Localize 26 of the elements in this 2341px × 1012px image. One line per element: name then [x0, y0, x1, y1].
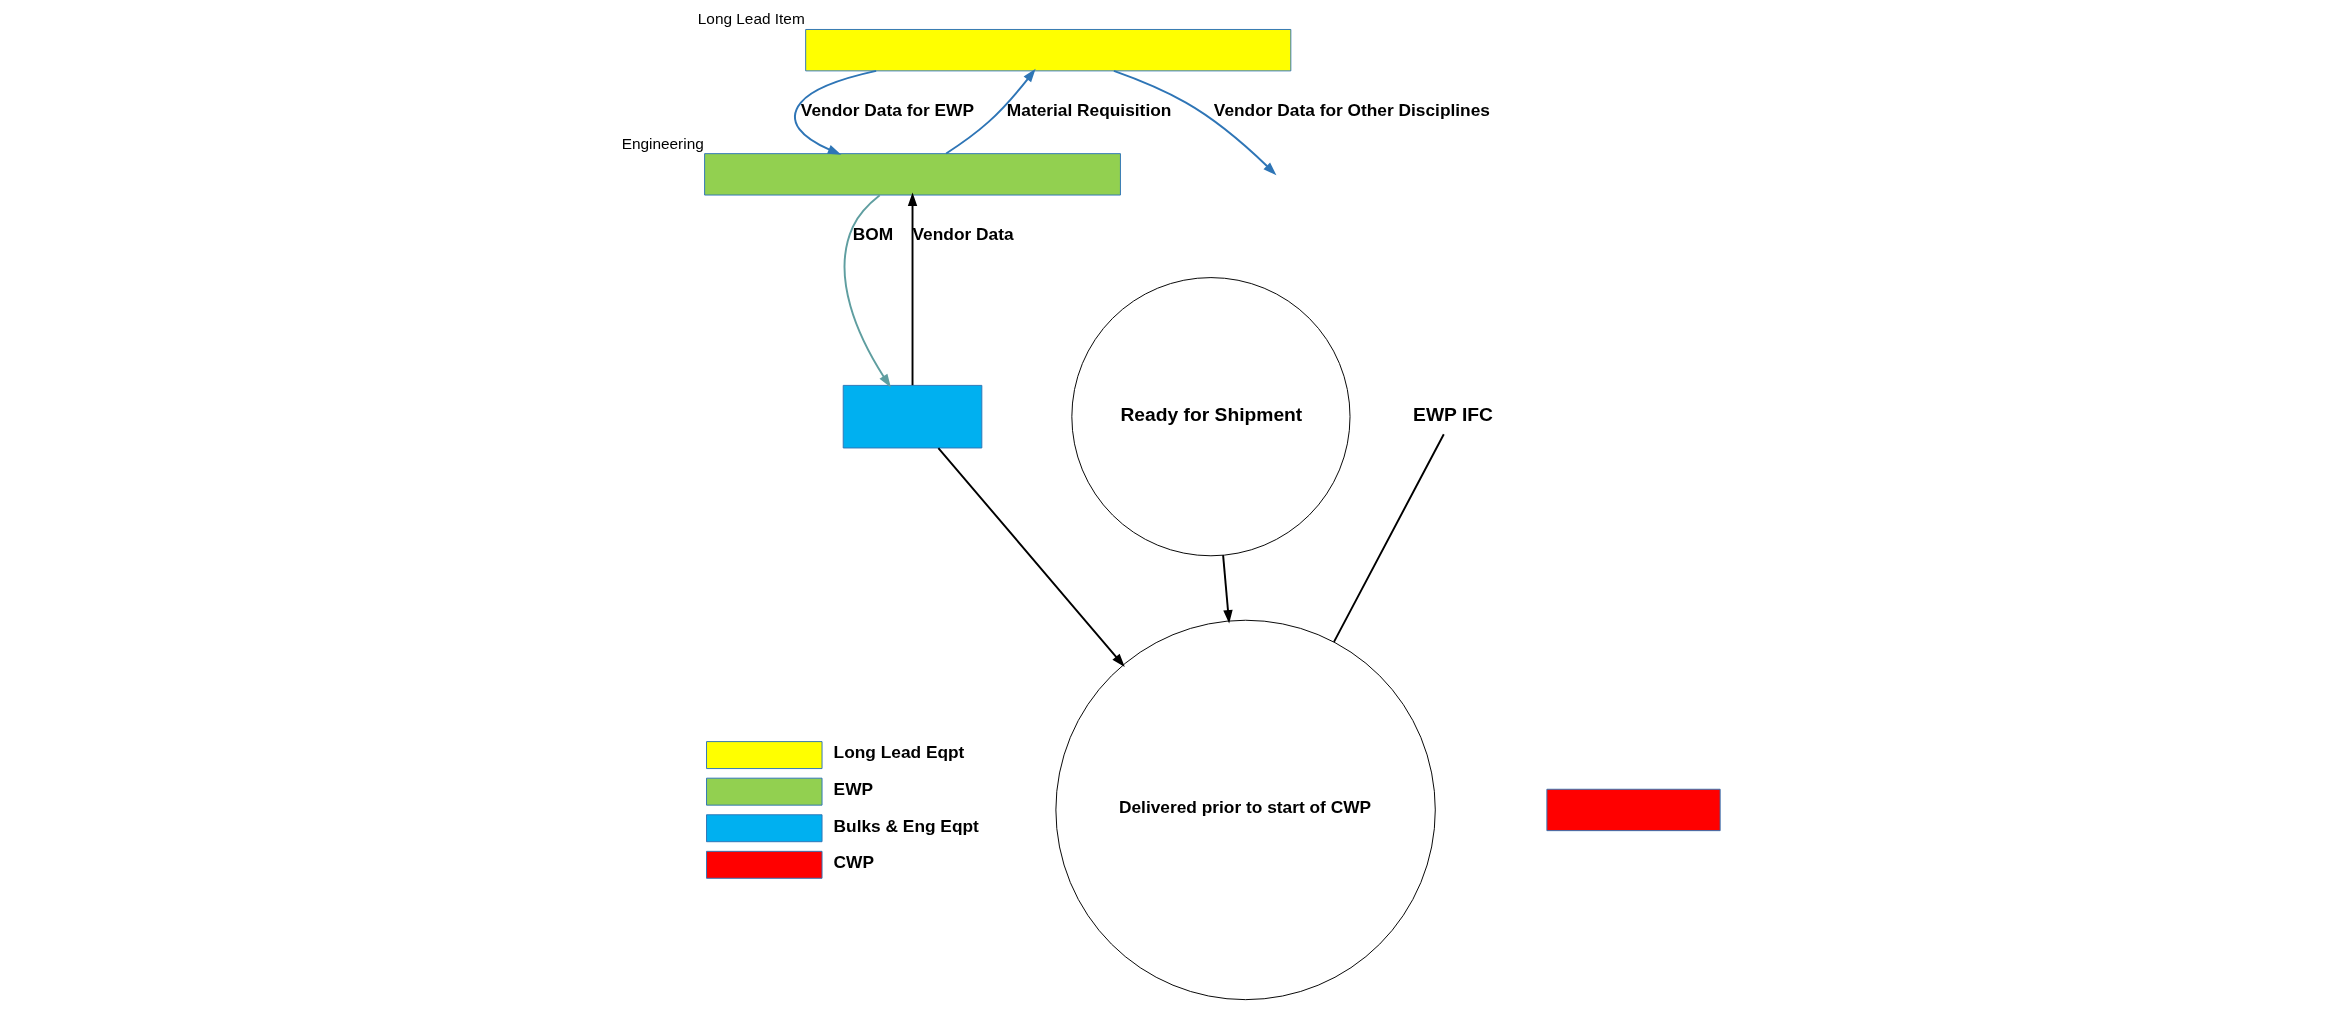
node-label: Engineering — [621, 134, 704, 152]
arrow — [793, 69, 878, 155]
edge-label: BOM — [852, 223, 894, 244]
arrow — [843, 194, 891, 388]
edge-label: Vendor Data — [912, 223, 1014, 244]
node-box — [842, 384, 983, 449]
node-circle: Ready for Shipment — [1071, 277, 1351, 557]
node-text: EWP IFC — [1413, 403, 1493, 425]
node-label: Long Lead Item — [697, 10, 805, 28]
arrow — [945, 68, 1036, 155]
arrow — [1222, 554, 1233, 624]
legend-label: Long Lead Eqpt — [833, 742, 965, 763]
legend-label: EWP — [833, 778, 874, 799]
node-bar — [704, 153, 1121, 196]
arrow — [937, 447, 1125, 668]
node-bar — [805, 29, 1292, 72]
arrow — [907, 192, 918, 387]
edge-label: Vendor Data for Other Disciplines — [1213, 99, 1490, 120]
connector — [1333, 433, 1445, 643]
node-circle: Delivered prior to start of CWP — [1055, 619, 1436, 1001]
arrow — [1112, 69, 1277, 176]
legend-label: CWP — [833, 852, 874, 873]
node-bar — [1546, 788, 1721, 832]
edge-label: Vendor Data for EWP — [800, 99, 975, 120]
edge-label: Material Requisition — [1006, 99, 1172, 120]
legend-label: Bulks & Eng Eqpt — [833, 815, 979, 836]
